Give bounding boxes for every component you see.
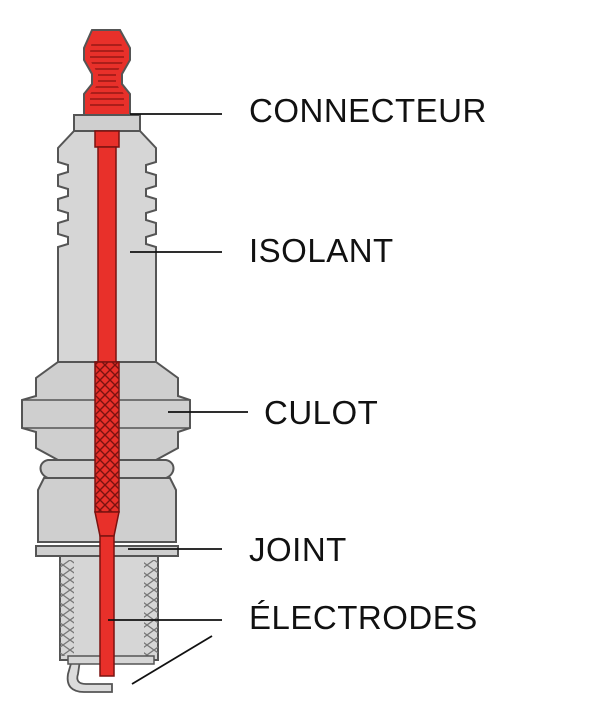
leader-electrodes-2 xyxy=(131,635,213,685)
center-electrode-core xyxy=(94,130,120,677)
label-connecteur: CONNECTEUR xyxy=(249,92,487,129)
label-isolant: ISOLANT xyxy=(249,232,394,269)
thread-right xyxy=(144,560,158,656)
thread-left xyxy=(60,560,74,656)
label-joint: JOINT xyxy=(249,531,347,568)
leader-lines xyxy=(108,113,248,685)
connector-terminal xyxy=(83,29,131,116)
label-electrodes: ÉLECTRODES xyxy=(249,599,478,636)
terminal-washer xyxy=(73,114,141,132)
label-culot: CULOT xyxy=(264,394,379,431)
ground-electrode xyxy=(66,659,113,693)
